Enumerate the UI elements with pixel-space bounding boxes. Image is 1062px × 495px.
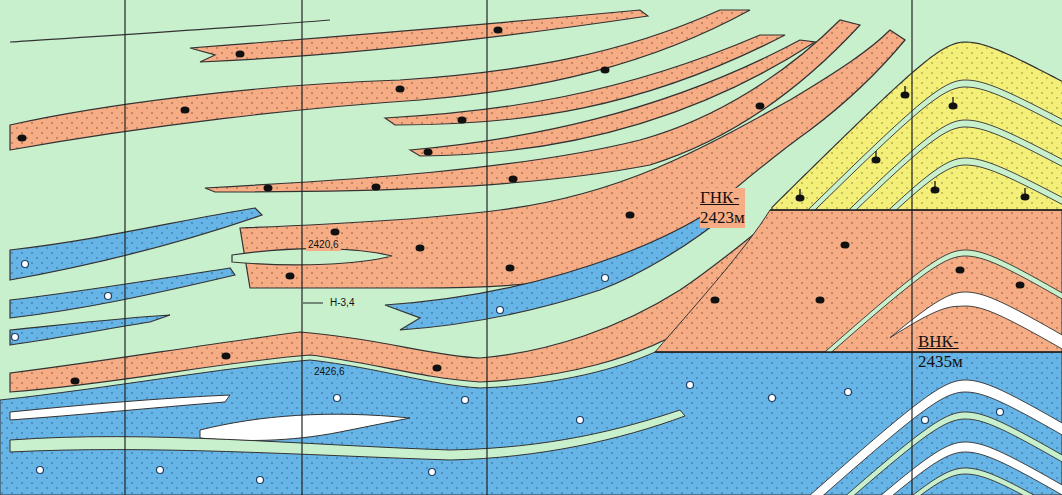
layer-label: Н-3,4 xyxy=(328,297,356,309)
water-symbol xyxy=(602,275,609,282)
depth-label: 2420,6 xyxy=(306,239,341,251)
depth-label: 2426,6 xyxy=(312,366,347,378)
bedding-line xyxy=(10,20,330,42)
oil-symbol xyxy=(626,212,635,219)
water-symbol xyxy=(577,417,584,424)
gas-symbol-stem xyxy=(875,151,876,157)
oil-symbol xyxy=(1016,282,1025,289)
anticline-bands xyxy=(680,250,1062,481)
gas-symbol-stem xyxy=(952,97,953,103)
water-symbol xyxy=(257,477,264,484)
water-sand-lens xyxy=(10,268,235,318)
water-symbol xyxy=(12,334,19,341)
oil-symbol xyxy=(18,135,27,142)
water-symbol xyxy=(687,382,694,389)
fluid-symbols xyxy=(12,27,1030,484)
oil-symbol xyxy=(816,297,825,304)
well-line xyxy=(911,0,912,495)
oil-symbol xyxy=(286,273,295,280)
depth-tick xyxy=(303,303,323,304)
water-symbol xyxy=(462,397,469,404)
clay-band xyxy=(10,410,685,460)
oil-water-contact xyxy=(655,351,1062,352)
contact-label: ВНК- 2435м xyxy=(918,332,963,372)
shale-lens xyxy=(10,395,230,420)
oil-symbol xyxy=(396,86,405,93)
shale-lens xyxy=(200,414,410,440)
well-line xyxy=(124,0,125,495)
folded-band xyxy=(680,250,1062,481)
oil-zone xyxy=(655,210,1062,352)
water-symbol xyxy=(997,409,1004,416)
contact-label: ГНК- 2423м xyxy=(700,188,745,228)
oil-symbol xyxy=(841,242,850,249)
water-symbol xyxy=(22,261,29,268)
oil-symbol xyxy=(711,297,720,304)
water-symbol xyxy=(334,395,341,402)
gas-symbol xyxy=(901,92,910,99)
oil-symbol xyxy=(433,365,442,372)
oil-symbol xyxy=(601,67,610,74)
anticline-bands xyxy=(740,80,1062,355)
label-anchor: 2426,6 xyxy=(312,366,347,378)
oil-symbol xyxy=(416,245,425,252)
water-symbol xyxy=(845,389,852,396)
water-symbol xyxy=(769,395,776,402)
water-symbol xyxy=(157,467,164,474)
anticline-bands xyxy=(560,380,1062,495)
oil-symbol xyxy=(71,378,80,385)
gas-symbol-stem xyxy=(934,181,935,187)
folded-band xyxy=(740,158,1062,355)
oil-symbol xyxy=(424,149,433,156)
folded-band xyxy=(700,468,1062,495)
gas-symbol-stem xyxy=(904,86,905,92)
oil-symbol xyxy=(264,185,273,192)
label-anchor: ВНК- 2435м xyxy=(918,332,963,372)
oil-symbol xyxy=(509,176,518,183)
oil-sand-lens xyxy=(190,10,648,62)
folded-band xyxy=(600,412,1062,495)
water-symbol xyxy=(429,469,436,476)
oil-symbol xyxy=(494,27,503,34)
oil-symbol xyxy=(222,353,231,360)
water-symbol xyxy=(922,417,929,424)
water-symbol xyxy=(37,467,44,474)
water-symbol xyxy=(105,293,112,300)
oil-symbol xyxy=(458,117,467,124)
well-line xyxy=(301,0,302,495)
oil-symbol xyxy=(506,265,515,272)
label-anchor: Н-3,4 xyxy=(328,297,356,309)
oil-symbol xyxy=(236,51,245,58)
well-line xyxy=(486,0,487,495)
oil-symbol xyxy=(956,267,965,274)
water-symbol xyxy=(497,307,504,314)
label-anchor: ГНК- 2423м xyxy=(700,188,745,228)
clay-wedge xyxy=(232,249,392,265)
gas-symbol xyxy=(872,157,881,164)
gas-symbol xyxy=(949,103,958,110)
oil-symbol xyxy=(181,107,190,114)
water-sand-lens xyxy=(10,315,170,345)
oil-symbol xyxy=(372,184,381,191)
gas-symbol-stem xyxy=(799,189,800,195)
gas-symbol xyxy=(796,195,805,202)
gas-symbol xyxy=(931,187,940,194)
gas-symbol-stem xyxy=(1024,188,1025,194)
oil-symbol xyxy=(756,103,765,110)
folded-band xyxy=(890,292,1062,350)
folded-band xyxy=(740,120,1062,317)
oil-symbol xyxy=(331,229,340,236)
gas-symbol xyxy=(1021,194,1030,201)
gas-oil-contact xyxy=(770,209,1062,210)
label-anchor: 2420,6 xyxy=(306,239,341,251)
